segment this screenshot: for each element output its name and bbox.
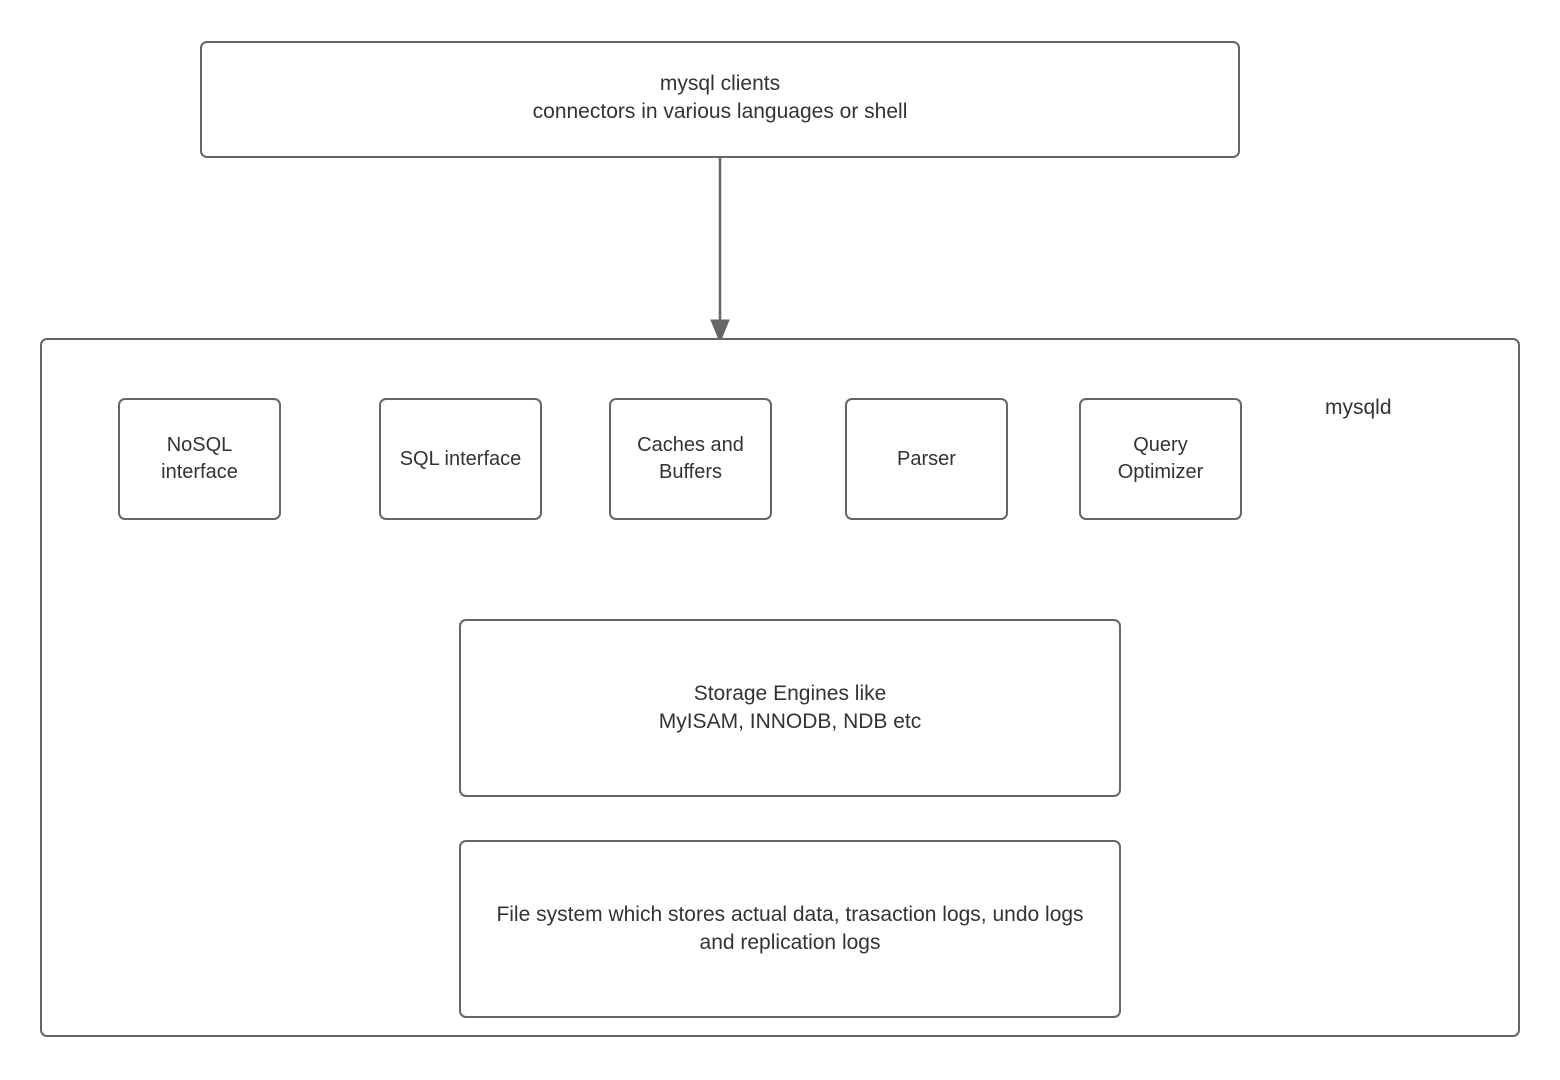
nosql-interface-label: NoSQL interface bbox=[161, 434, 238, 483]
caches-and-buffers-box: Caches and Buffers bbox=[609, 398, 772, 520]
sql-interface-label: SQL interface bbox=[399, 447, 522, 470]
mysqld-title-label: mysqld bbox=[1325, 396, 1392, 419]
mysql-clients-label: mysql clients connectors in various lang… bbox=[532, 72, 908, 123]
mysql-clients-box: mysql clients connectors in various lang… bbox=[200, 41, 1240, 158]
query-optimizer-label: Query Optimizer bbox=[1117, 434, 1204, 483]
file-system-label: File system which stores actual data, tr… bbox=[496, 903, 1084, 954]
parser-box: Parser bbox=[845, 398, 1008, 520]
storage-engines-label: Storage Engines like MyISAM, INNODB, NDB… bbox=[658, 682, 922, 733]
storage-engines-box: Storage Engines like MyISAM, INNODB, NDB… bbox=[459, 619, 1121, 797]
file-system-box: File system which stores actual data, tr… bbox=[459, 840, 1121, 1018]
nosql-interface-box: NoSQL interface bbox=[118, 398, 281, 520]
sql-interface-box: SQL interface bbox=[379, 398, 542, 520]
query-optimizer-box: Query Optimizer bbox=[1079, 398, 1242, 520]
caches-and-buffers-label: Caches and Buffers bbox=[637, 434, 744, 483]
arrow-clients-to-mysqld-icon bbox=[710, 158, 730, 344]
parser-label: Parser bbox=[897, 447, 956, 470]
